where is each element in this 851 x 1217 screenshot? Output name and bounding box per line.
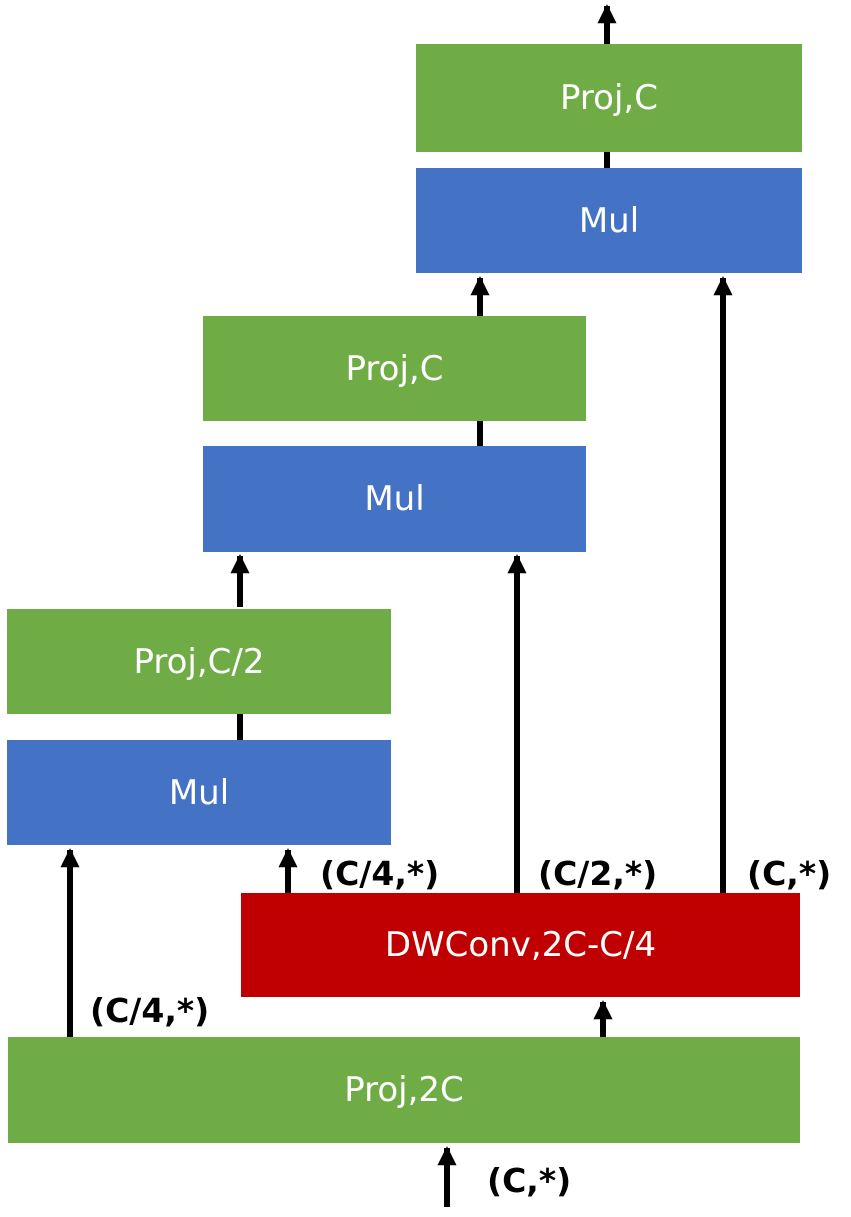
skip-shape-label: (C/4,*) [90, 991, 210, 1030]
mul-block-1: Mul [7, 740, 391, 845]
split-2-shape-label: (C/2,*) [538, 854, 658, 893]
input-shape-label: (C,*) [487, 1161, 572, 1200]
split-1-shape-label: (C/4,*) [320, 854, 440, 893]
split-3-shape-label: (C,*) [747, 854, 832, 893]
mul-block-2: Mul [203, 446, 586, 552]
dwconv-block: DWConv,2C-C/4 [241, 893, 800, 997]
mul-block-3: Mul [416, 168, 802, 273]
proj-c-mid-block: Proj,C [203, 316, 586, 421]
proj-c2-block: Proj,C/2 [7, 609, 391, 714]
proj-2c-block: Proj,2C [8, 1037, 800, 1143]
proj-c-top-block: Proj,C [416, 44, 802, 152]
